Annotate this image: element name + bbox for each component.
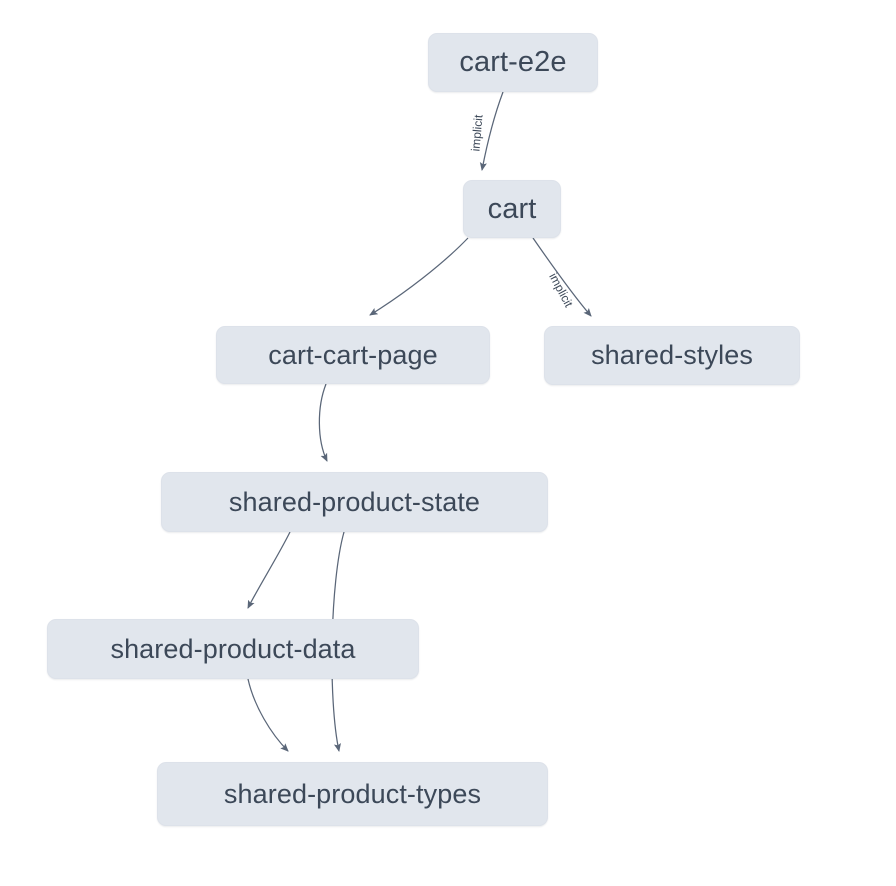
edge-cart-to-shared-styles <box>532 237 592 317</box>
edge-cart-e2e-to-cart <box>479 91 504 171</box>
node-shared-styles[interactable]: shared-styles <box>544 326 800 385</box>
node-cart-cart-page[interactable]: cart-cart-page <box>216 326 490 384</box>
node-shared-product-state[interactable]: shared-product-state <box>161 472 548 532</box>
edge-cart-cart-page-to-shared-product-state <box>318 383 328 462</box>
node-label: shared-styles <box>591 340 753 370</box>
node-label: shared-product-data <box>110 633 356 664</box>
node-shared-product-types[interactable]: shared-product-types <box>157 762 548 826</box>
node-label: shared-product-state <box>228 486 481 517</box>
node-label: cart-e2e <box>459 46 567 78</box>
node-cart[interactable]: cart <box>463 180 561 238</box>
edge-shared-product-data-to-shared-product-types <box>247 678 289 752</box>
node-label: shared-product-types <box>223 778 482 809</box>
node-label: cart-cart-page <box>268 339 438 370</box>
edge-label-implicit-cart: implicit <box>468 114 486 152</box>
node-cart-e2e[interactable]: cart-e2e <box>428 33 598 92</box>
node-shared-product-data[interactable]: shared-product-data <box>47 619 419 679</box>
node-label: cart <box>487 192 537 225</box>
edge-cart-to-cart-cart-page <box>369 237 469 316</box>
edge-shared-product-state-to-shared-product-data <box>247 531 291 609</box>
